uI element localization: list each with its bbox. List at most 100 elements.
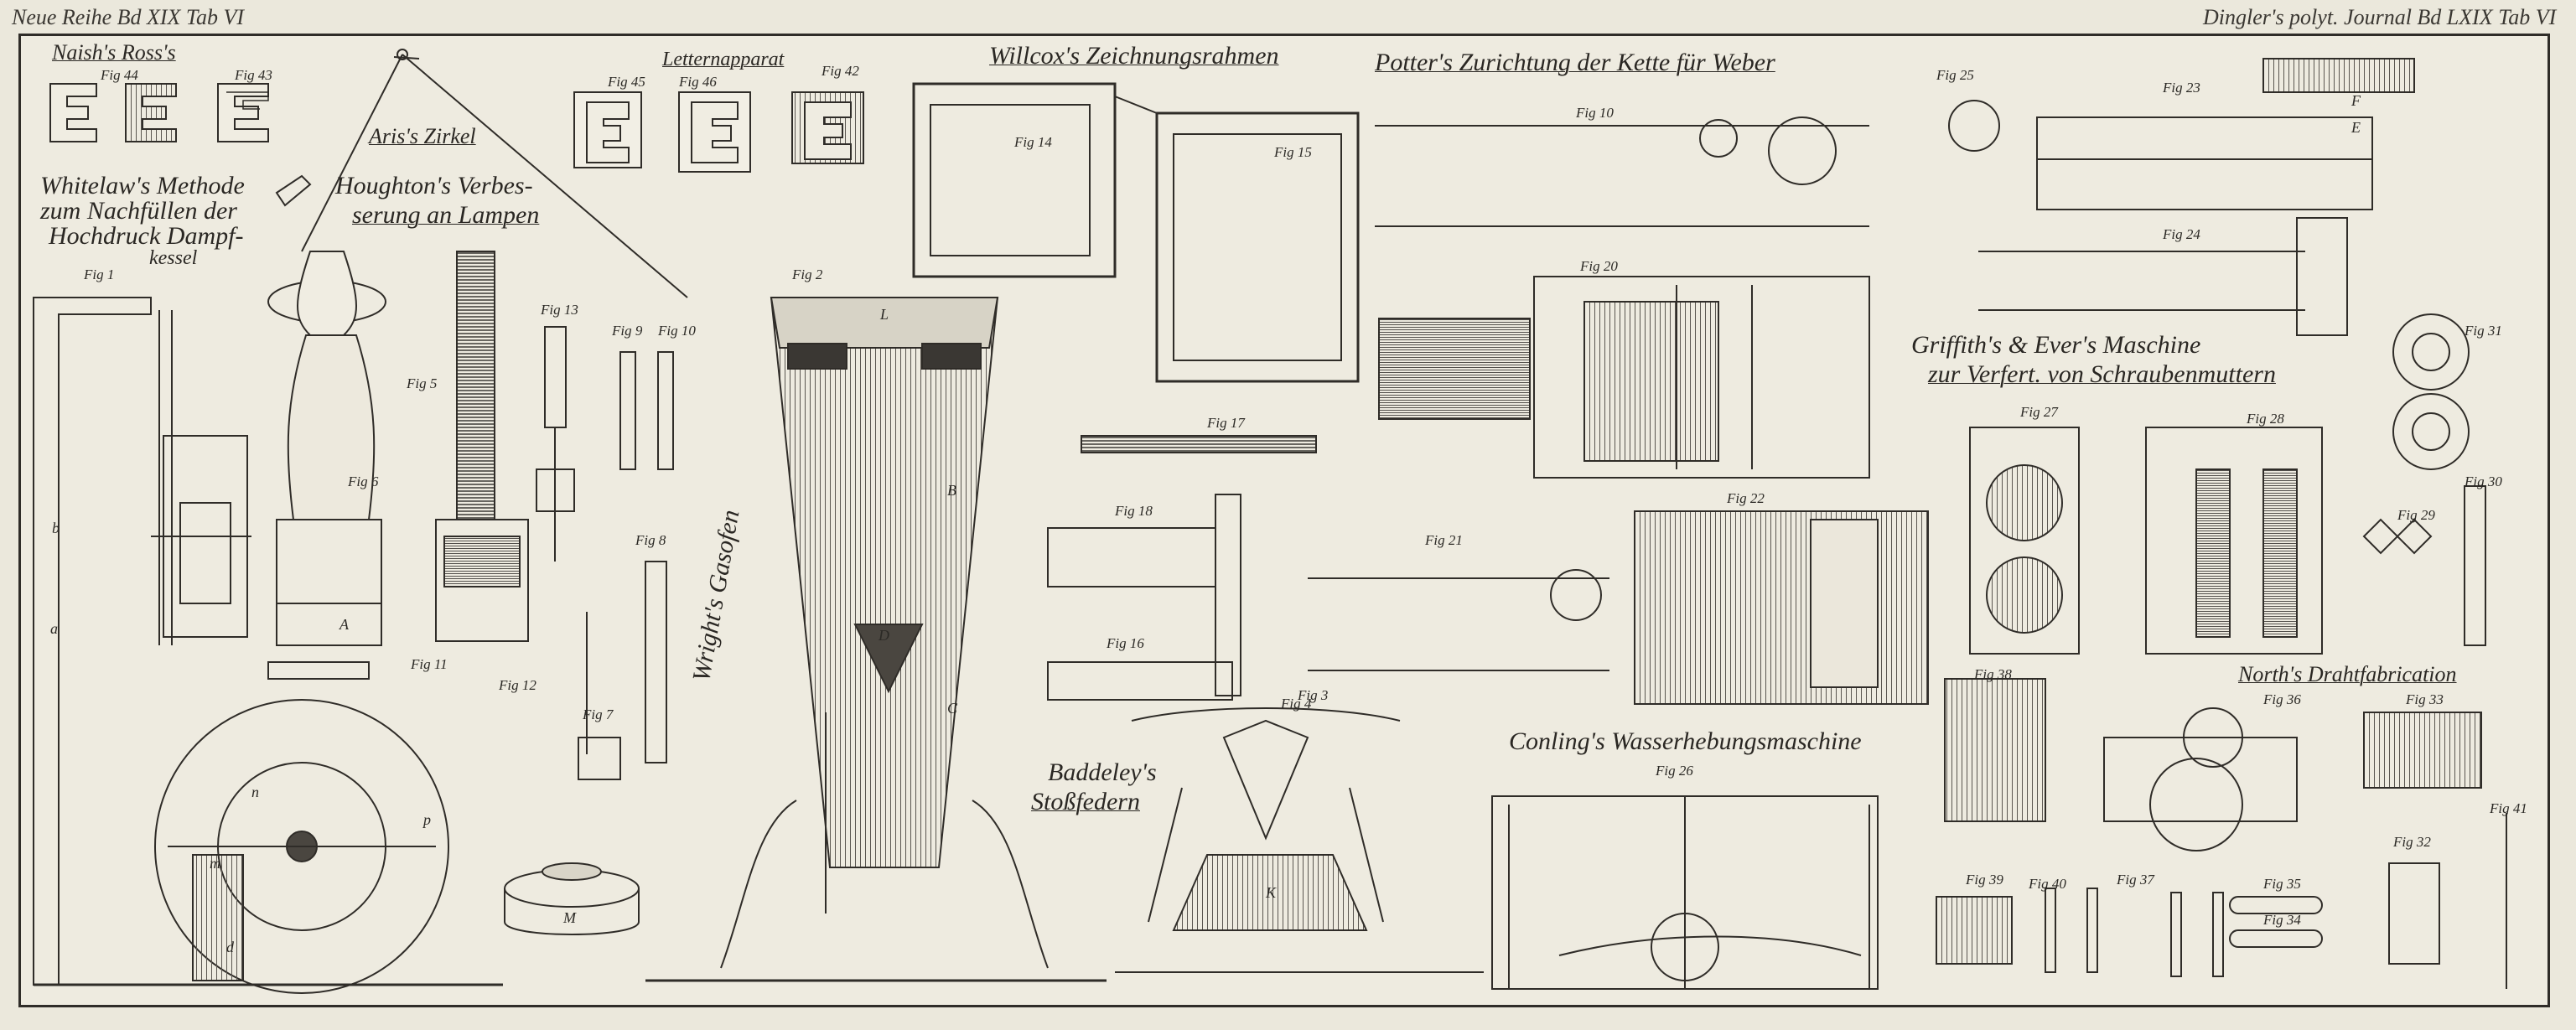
fig-label: Fig 11 [411, 656, 448, 672]
fig-label: Fig 10 [1576, 105, 1614, 121]
fig-label: Fig 5 [407, 375, 438, 391]
fig-label: Fig 40 [2029, 876, 2066, 892]
ref-letter: C [947, 700, 958, 717]
fig-label: Fig 4 [1281, 696, 1312, 712]
fig-label: Fig 41 [2490, 800, 2527, 816]
fig-label: Fig 35 [2263, 876, 2301, 892]
fig-label: Fig 44 [101, 67, 138, 83]
gear-press-drawing [1969, 427, 2486, 655]
header-right: Dingler's polyt. Journal Bd LXIX Tab VI [2203, 5, 2557, 29]
fig-label: Fig 9 [612, 323, 643, 339]
header-left: Neue Reihe Bd XIX Tab VI [12, 5, 245, 29]
title-houghton-1: Houghton's Verbes- [335, 172, 533, 199]
fig-label: Fig 31 [2465, 323, 2502, 339]
title-naish-ross: Naish's Ross's [52, 40, 176, 65]
fig-label: Fig 22 [1727, 490, 1765, 506]
title-aris-zirkel: Aris's Zirkel [369, 124, 476, 148]
fig-label: Fig 29 [2397, 507, 2435, 523]
rails-drawing [1047, 435, 1317, 701]
title-whitelaw-1: Whitelaw's Methode [40, 172, 245, 199]
title-baddeley-1: Baddeley's [1048, 758, 1157, 786]
ref-letter: K [1266, 884, 1277, 901]
fig-label: Fig 20 [1580, 258, 1618, 274]
spring-drawing [1115, 707, 1484, 973]
fig-label: Fig 26 [1656, 763, 1693, 779]
title-houghton-2: serung an Lampen [352, 201, 540, 229]
title-whitelaw-4: kessel [149, 247, 198, 269]
fig-label: Fig 34 [2263, 912, 2301, 928]
fig-label: Fig 39 [1966, 872, 2003, 888]
fig-label: Fig 33 [2406, 691, 2444, 707]
fig-label: Fig 21 [1425, 532, 1463, 548]
ref-letter: d [226, 939, 234, 955]
fig-label: Fig 1 [84, 267, 115, 282]
fig-label: Fig 38 [1974, 666, 2012, 682]
fig-label: Fig 23 [2163, 80, 2200, 96]
title-willcox: Willcox's Zeichnungsrahmen [989, 42, 1279, 70]
ref-letter: p [423, 811, 431, 828]
fig-label: Fig 42 [822, 63, 859, 79]
lamp-drawing [267, 251, 386, 646]
fig-label: Fig 16 [1107, 635, 1144, 651]
ref-letter: A [339, 616, 349, 633]
fig-label: Fig 37 [2117, 872, 2154, 888]
letter-blocks-right [573, 91, 864, 173]
nut-machine-drawing [1948, 58, 2470, 470]
ref-letter: a [50, 620, 58, 637]
title-griffith-1: Griffith's & Ever's Maschine [1911, 331, 2201, 359]
title-whitelaw-2: zum Nachfüllen der [40, 197, 237, 225]
fig-label: Fig 7 [583, 707, 614, 722]
gas-furnace-drawing [645, 297, 1107, 982]
title-letternapparat: Letternapparat [662, 49, 785, 70]
fig-label: Fig 32 [2393, 834, 2431, 850]
ref-letter: n [251, 784, 259, 800]
fig-label: Fig 3 [1298, 687, 1329, 703]
fig-label: Fig 10 [658, 323, 696, 339]
drawing-frame-drawing [912, 82, 1360, 383]
rod-drawing [536, 326, 575, 562]
ref-letter: b [52, 520, 60, 536]
wire-drawing [1936, 678, 2507, 989]
fig-label: Fig 43 [235, 67, 272, 83]
title-north: North's Drahtfabrication [2238, 662, 2457, 686]
title-baddeley-2: Stoßfedern [1031, 788, 1140, 815]
lamp-mechanism-drawing [435, 251, 529, 642]
small-parts-drawing [504, 351, 674, 935]
ref-letter: D [879, 627, 889, 644]
fig-label: Fig 25 [1936, 67, 1974, 83]
fig-label: Fig 13 [541, 302, 578, 318]
title-griffith-2: zur Verfert. von Schraubenmuttern [1928, 360, 2276, 388]
title-potter: Potter's Zurichtung der Kette für Weber [1375, 49, 1775, 76]
compass-drawing [275, 49, 688, 298]
fig-label: Fig 30 [2465, 474, 2502, 489]
fig-label: Fig 46 [679, 74, 717, 90]
water-machine-drawing [1491, 795, 1879, 990]
carding-drawing [1308, 510, 1929, 705]
loom-drawing [1375, 116, 1870, 479]
fig-label: Fig 6 [348, 474, 379, 489]
fig-label: Fig 14 [1014, 134, 1052, 150]
fig-label: Fig 28 [2247, 411, 2284, 427]
fig-label: Fig 15 [1274, 144, 1312, 160]
title-conling: Conling's Wasserhebungsmaschine [1509, 727, 1862, 755]
ref-letter: M [563, 909, 576, 926]
ref-letter: B [947, 482, 956, 499]
boiler-drawing [33, 297, 503, 994]
fig-label: Fig 8 [635, 532, 666, 548]
fig-label: Fig 27 [2020, 404, 2058, 420]
fig-label: Fig 24 [2163, 226, 2200, 242]
fig-label: Fig 17 [1207, 415, 1245, 431]
ref-letter: E [2351, 119, 2361, 136]
ref-letter: L [880, 306, 889, 323]
title-whitelaw-3: Hochdruck Dampf- [49, 222, 244, 250]
ref-letter: F [2351, 92, 2361, 109]
fig-label: Fig 12 [499, 677, 536, 693]
fig-label: Fig 45 [608, 74, 645, 90]
letter-blocks-left [49, 83, 269, 142]
fig-label: Fig 2 [792, 267, 823, 282]
fig-label: Fig 36 [2263, 691, 2301, 707]
ref-letter: m [210, 855, 220, 872]
fig-label: Fig 18 [1115, 503, 1153, 519]
